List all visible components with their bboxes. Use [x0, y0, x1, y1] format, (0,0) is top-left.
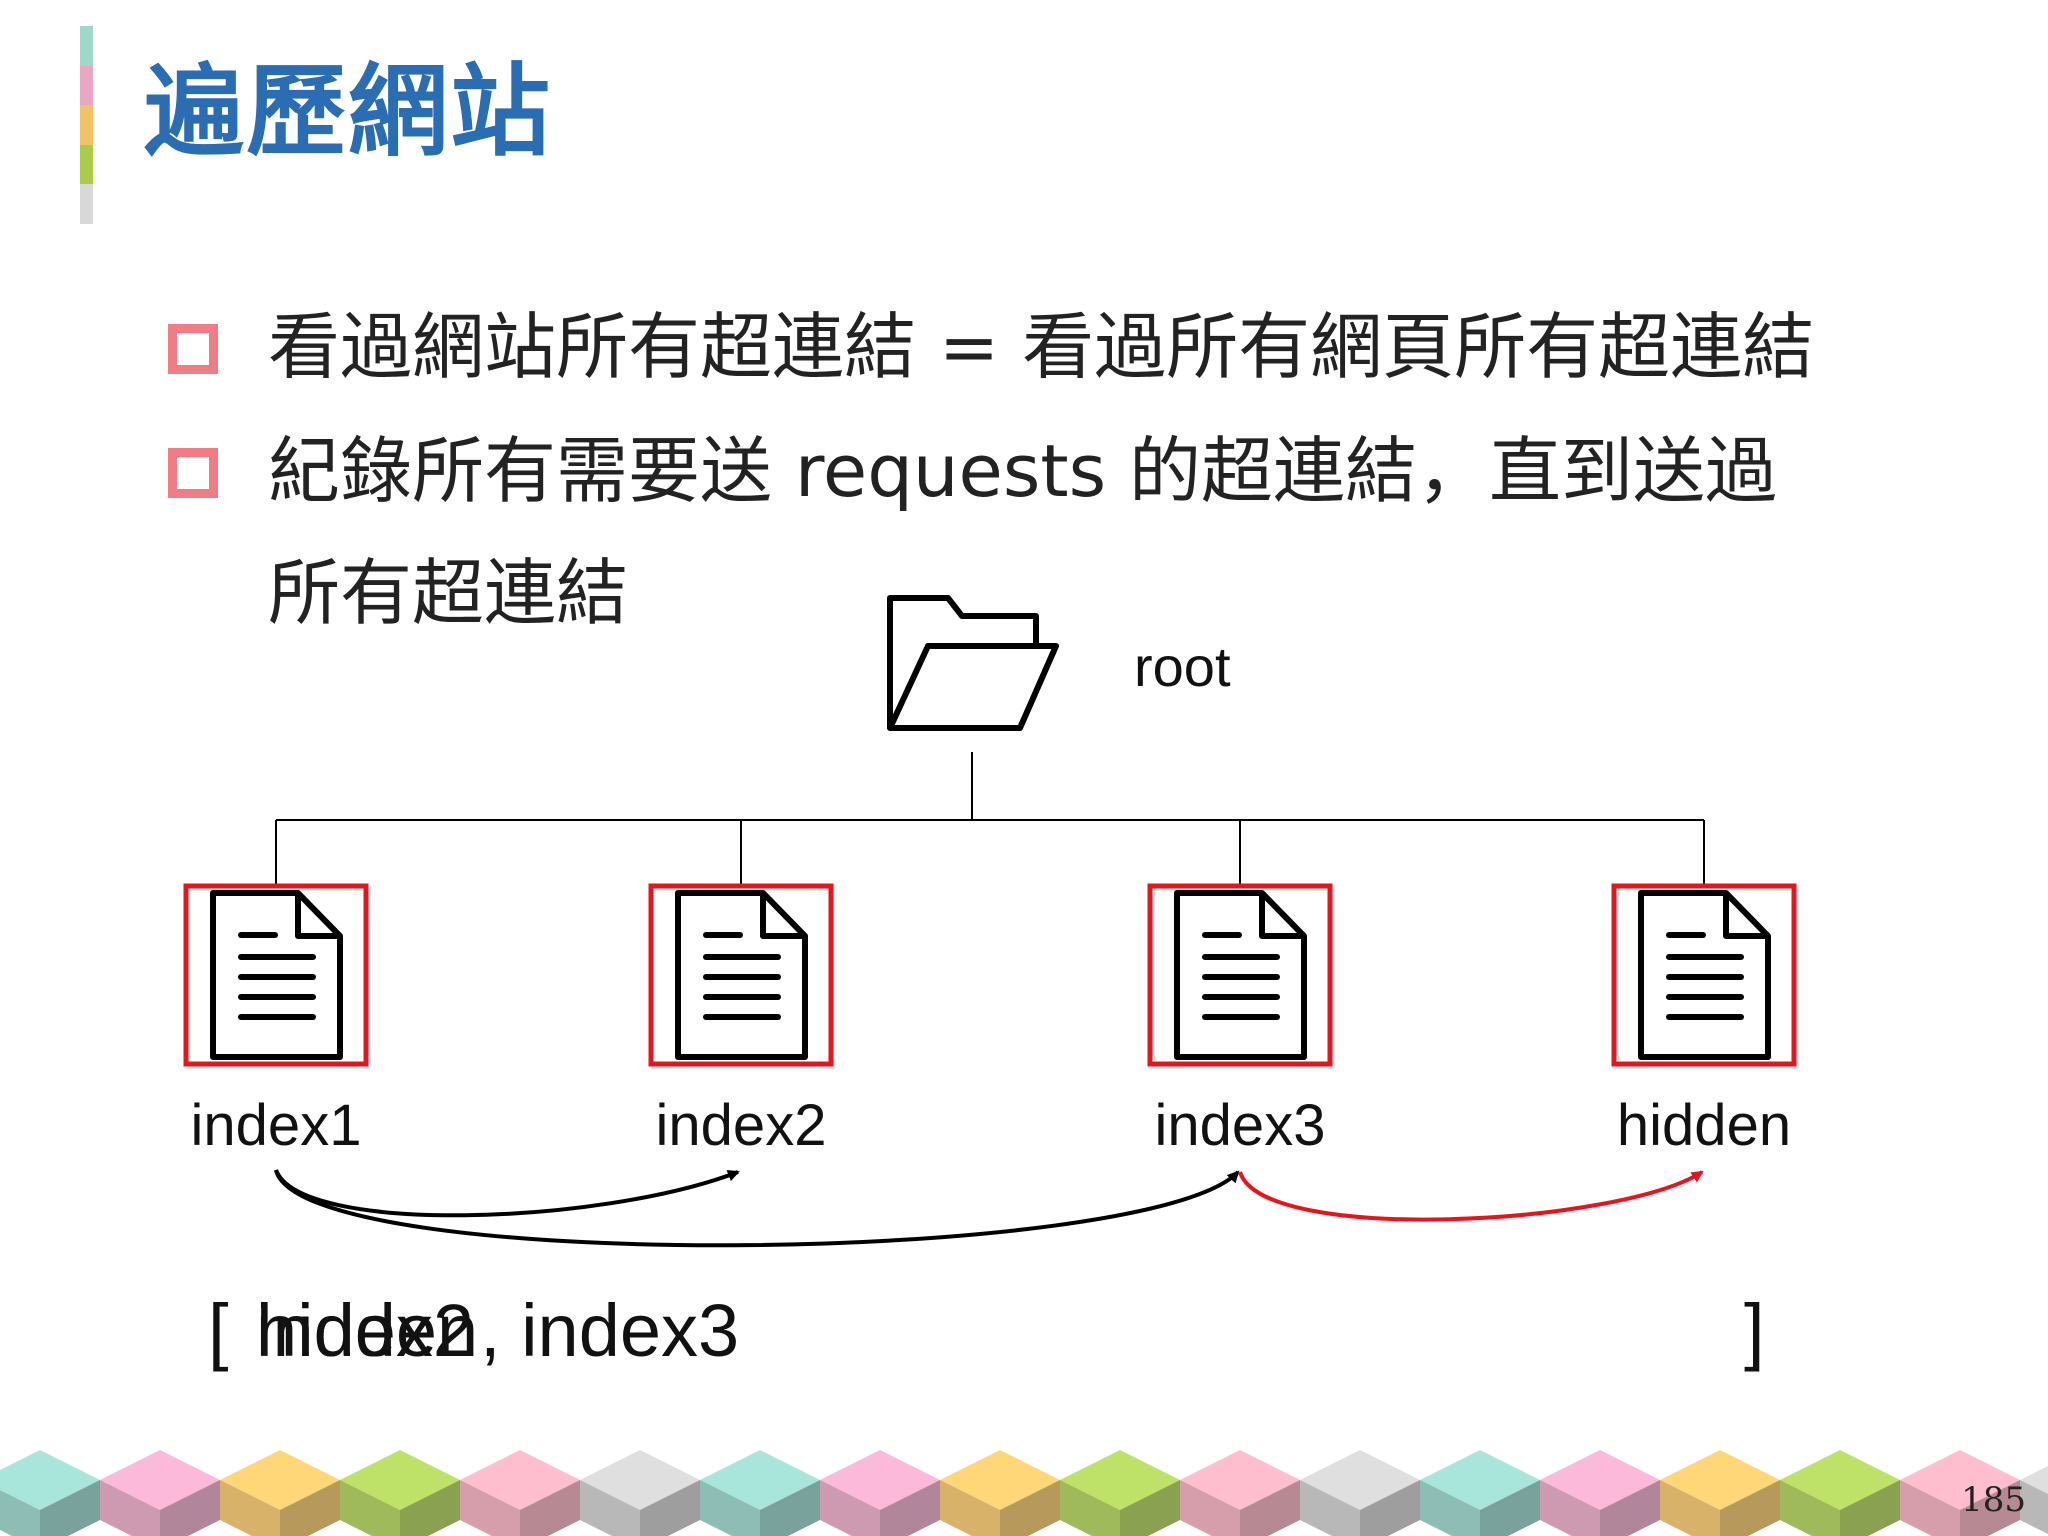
cube-left: [1780, 1480, 1840, 1536]
cube-right: [400, 1480, 460, 1536]
node-label: index3: [1155, 1093, 1326, 1158]
cube-left: [580, 1480, 640, 1536]
root-label: root: [1134, 635, 1231, 698]
cube-left: [1300, 1480, 1360, 1536]
footer-decoration: [0, 1450, 2048, 1536]
bullet-item-1: 看過網站所有超連結 = 看過所有網頁所有超連結: [168, 286, 1948, 408]
accent-segment: [80, 184, 93, 224]
accent-segment: [80, 26, 93, 66]
cube-left: [0, 1490, 40, 1536]
cube-top: [0, 1450, 100, 1510]
document-icon: [1174, 890, 1307, 1060]
cube-right: [1960, 1480, 2020, 1536]
page-node-index2: index2: [648, 883, 834, 1158]
cube-left: [1180, 1480, 1240, 1536]
cube-left: [1660, 1480, 1720, 1536]
bullet-text: 看過網站所有超連結 = 看過所有網頁所有超連結: [268, 305, 1815, 389]
cube-right: [40, 1480, 100, 1536]
cube-right: [280, 1480, 340, 1536]
node-highlight-box: [183, 883, 369, 1067]
node-label: hidden: [1617, 1093, 1791, 1158]
cube-top: [2020, 1466, 2048, 1494]
folder-icon: [887, 595, 1059, 731]
cube-left: [700, 1480, 760, 1536]
bullet-square-icon: [168, 324, 218, 374]
cube-left: [340, 1480, 400, 1536]
cube-left: [2020, 1480, 2048, 1534]
cube-right: [1120, 1480, 1180, 1536]
bullet-text: 紀錄所有需要送 requests 的超連結，直到送過所有超連結: [268, 429, 1777, 635]
page-node-index1: index1: [183, 883, 369, 1158]
cube-right: [1720, 1480, 1780, 1536]
cube-right: [1000, 1480, 1060, 1536]
cube-right: [1480, 1480, 1540, 1536]
node-highlight-box: [648, 883, 834, 1067]
cube-left: [1060, 1480, 1120, 1536]
cube-left: [1900, 1480, 1960, 1536]
cube-right: [1840, 1480, 1900, 1536]
link-arrow-index1-to-index3: [274, 1169, 1240, 1248]
cube-left: [460, 1480, 520, 1536]
accent-segment: [80, 105, 93, 145]
document-icon: [210, 890, 343, 1060]
queue-close-bracket: ]: [1744, 1289, 1765, 1372]
cube-left: [1420, 1480, 1480, 1536]
bullet-square-icon: [168, 448, 218, 498]
cube-right: [1240, 1480, 1300, 1536]
title-accent-bar: [80, 26, 93, 224]
document-icon: [675, 890, 808, 1060]
page-node-index3: index3: [1147, 883, 1333, 1158]
node-highlight-box: [1147, 883, 1333, 1067]
page-node-hidden: hidden: [1611, 883, 1797, 1158]
cube-right: [880, 1480, 940, 1536]
cube-right: [160, 1480, 220, 1536]
queue-item-index3: , index3: [480, 1289, 739, 1372]
cube-right: [640, 1480, 700, 1536]
document-icon: [1638, 890, 1771, 1060]
page-number: 185: [1961, 1480, 2026, 1520]
tree-connectors: [275, 752, 1705, 888]
cube-left: [1540, 1480, 1600, 1536]
link-arrow-index3-to-hidden: [1238, 1170, 1704, 1222]
accent-segment: [80, 144, 93, 185]
cube-right: [520, 1480, 580, 1536]
cube-left: [220, 1480, 280, 1536]
request-queue: [ index2 hidden , index3 ]: [208, 1289, 1765, 1372]
node-label: index2: [656, 1093, 827, 1158]
link-arrow-index1-to-index2: [274, 1169, 740, 1218]
node-highlight-box: [1611, 883, 1797, 1067]
slide-title: 遍歷網站: [144, 53, 552, 170]
cube-left: [820, 1480, 880, 1536]
cube-right: [760, 1480, 820, 1536]
accent-segment: [80, 65, 93, 106]
cube-right: [1360, 1480, 1420, 1536]
queue-open-bracket: [: [208, 1289, 229, 1372]
bullet-item-2: 紀錄所有需要送 requests 的超連結，直到送過所有超連結: [168, 410, 1928, 654]
node-label: index1: [191, 1093, 362, 1158]
queue-item-index2: index2: [256, 1289, 474, 1372]
cube-left: [940, 1480, 1000, 1536]
cube-right: [1600, 1480, 1660, 1536]
queue-item-hidden: hidden: [256, 1289, 478, 1372]
cube-left: [100, 1480, 160, 1536]
